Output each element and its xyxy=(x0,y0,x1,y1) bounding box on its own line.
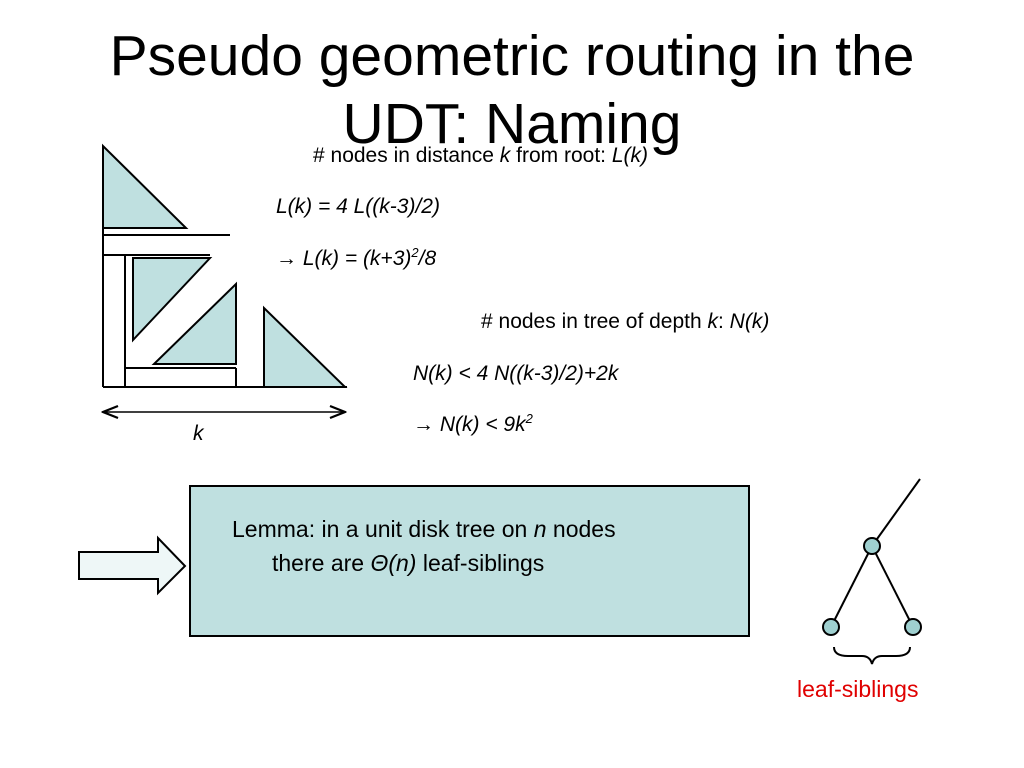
tree-node-parent xyxy=(863,537,881,555)
tree-edge-right xyxy=(871,545,914,628)
title-line-2: UDT: Naming xyxy=(342,92,682,156)
implies-arrow-icon: → xyxy=(276,247,297,270)
lemma-line-2: there are Θ(n) leaf-siblings xyxy=(272,550,545,576)
leaf-siblings-brace xyxy=(833,646,911,665)
formula-bottom-line-1: # nodes in tree of depth k: N(k) xyxy=(481,310,770,333)
title-line-1: Pseudo geometric routing in the xyxy=(109,24,915,88)
pointer-arrow-icon xyxy=(78,535,187,596)
tree-node-leaf-left xyxy=(822,618,840,636)
formula-bottom-line-3: → N(k) < 9k2 xyxy=(413,411,533,436)
triangle-middle xyxy=(132,257,213,343)
implies-arrow-icon: → xyxy=(413,413,434,436)
formula-top-line-1: # nodes in distance k from root: L(k) xyxy=(313,144,648,167)
k-label: k xyxy=(193,422,204,445)
triangle-top xyxy=(102,143,189,229)
triangle-right xyxy=(263,305,348,388)
tree-node-leaf-right xyxy=(904,618,922,636)
formula-top-line-3: → L(k) = (k+3)2/8 xyxy=(276,245,437,270)
lemma-box xyxy=(189,485,750,637)
tree-edge-root xyxy=(871,478,921,547)
lemma-line-1: Lemma: in a unit disk tree on n nodes xyxy=(232,516,616,542)
formula-bottom-line-2: N(k) < 4 N((k-3)/2)+2k xyxy=(413,362,619,385)
slide-title: Pseudo geometric routing in the UDT: Nam… xyxy=(0,22,1024,158)
leaf-siblings-label: leaf-siblings xyxy=(797,676,919,702)
triangle-center xyxy=(151,281,237,365)
formula-top-line-2: L(k) = 4 L((k-3)/2) xyxy=(276,195,440,218)
tree-edge-left xyxy=(830,545,873,628)
